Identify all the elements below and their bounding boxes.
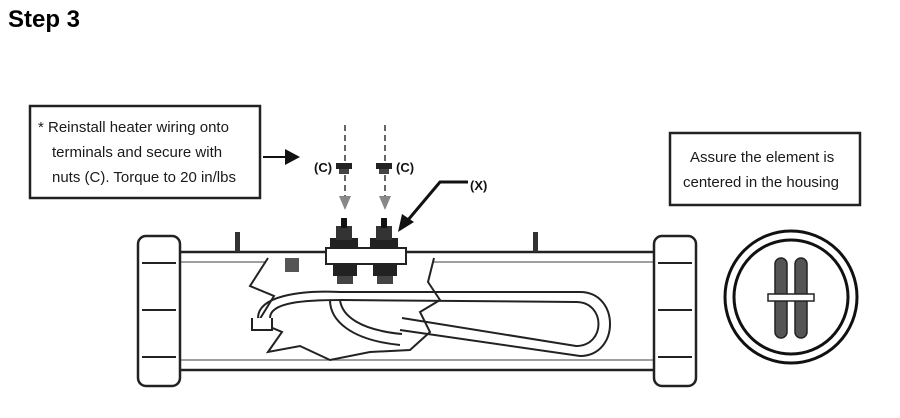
terminal-arrow-icon — [398, 180, 468, 232]
center-note-callout: Assure the element is centered in the ho… — [668, 131, 862, 207]
nut-icon — [376, 163, 392, 174]
left-down-arrow-icon — [339, 196, 351, 210]
element-cross-section-icon — [723, 229, 859, 365]
center-note-line-2: centered in the housing — [683, 174, 839, 191]
wiring-note-callout: * Reinstall heater wiring onto terminals… — [28, 104, 262, 200]
wiring-note-line-2: terminals and secure with — [52, 144, 222, 161]
terminal-label: (X) — [470, 178, 487, 193]
wiring-note-line-1: * Reinstall heater wiring onto — [38, 119, 229, 136]
nut-right-label: (C) — [396, 160, 414, 175]
right-down-arrow-icon — [379, 196, 391, 210]
arrow-right-icon — [263, 149, 300, 165]
wiring-note-box — [28, 104, 262, 200]
nut-left-label: (C) — [314, 160, 332, 175]
wiring-note-line-3: nuts (C). Torque to 20 in/lbs — [52, 169, 236, 186]
terminal-right — [370, 218, 398, 284]
page-title: Step 3 — [8, 6, 81, 33]
heater-housing — [136, 232, 698, 388]
nut-icon — [336, 163, 352, 174]
terminal-left — [330, 218, 358, 284]
center-note-line-1: Assure the element is — [690, 149, 834, 166]
center-note-box — [668, 131, 862, 207]
